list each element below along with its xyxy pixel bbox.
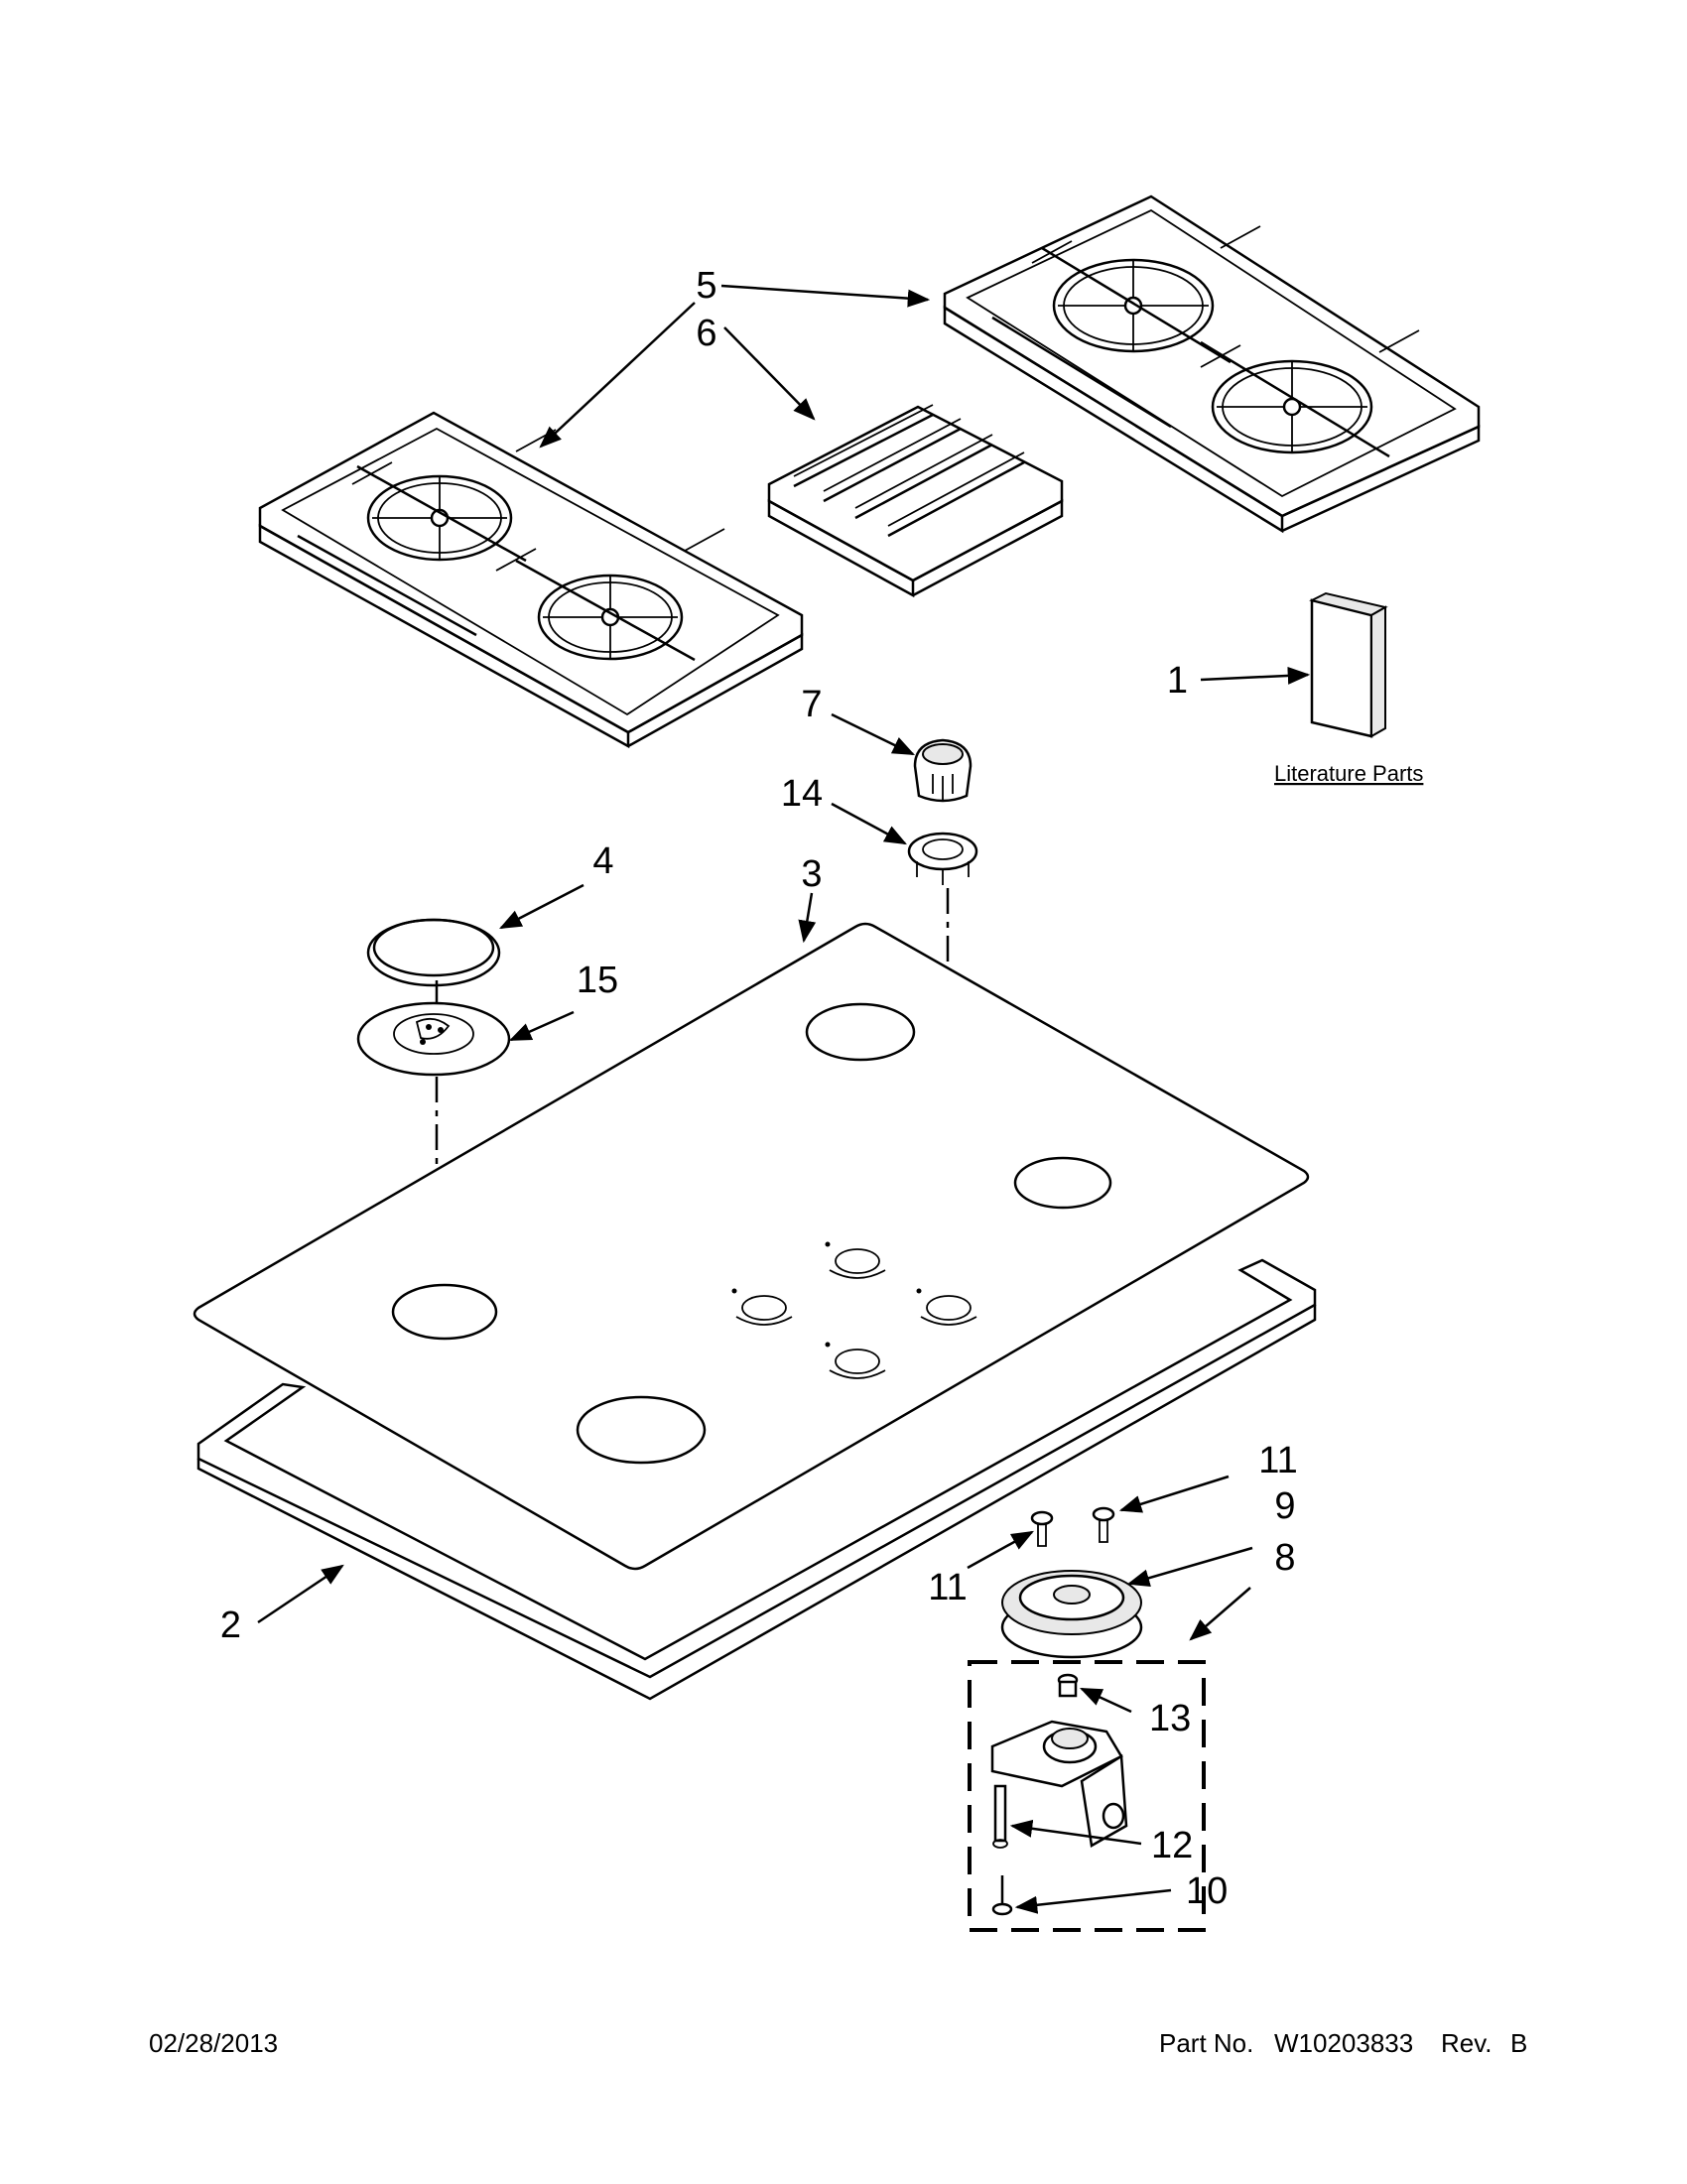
callout-10: 10 [1186, 1870, 1228, 1912]
literature-parts-booklet [1309, 591, 1388, 738]
burner-valve-bracket [990, 1720, 1128, 1848]
callout-11-right: 11 [1258, 1440, 1297, 1481]
mounting-screw [991, 1875, 1013, 1916]
burner-grate-right [943, 194, 1481, 534]
cooktop-gasket [196, 1258, 1317, 1701]
surface-burner-base [1000, 1570, 1143, 1659]
callout-15: 15 [577, 960, 618, 1001]
knob-bezel [907, 832, 978, 885]
footer-part-no-label: Part No. [1159, 2028, 1253, 2058]
callout-5: 5 [696, 265, 716, 307]
orifice-spud [1057, 1673, 1079, 1698]
screw-right [1092, 1506, 1115, 1543]
callout-13: 13 [1149, 1698, 1191, 1739]
footer-date: 02/28/2013 [149, 2028, 278, 2058]
burner-cap [366, 918, 501, 987]
callout-3: 3 [801, 853, 822, 895]
igniter-electrode [992, 1784, 1008, 1849]
callout-14: 14 [781, 773, 823, 815]
callout-11-left: 11 [928, 1567, 967, 1608]
burner-base [356, 1001, 511, 1077]
callout-4: 4 [592, 840, 613, 882]
callout-1: 1 [1167, 660, 1188, 702]
callout-12: 12 [1151, 1825, 1193, 1866]
screw-left [1030, 1510, 1054, 1547]
literature-parts-label: Literature Parts [1274, 761, 1423, 786]
callout-2: 2 [220, 1605, 241, 1646]
footer-rev: B [1510, 2028, 1527, 2058]
burner-grate-left [258, 411, 804, 749]
callout-labels: 1 2 3 4 5 6 7 8 9 10 11 11 12 13 14 15 [220, 265, 1298, 1912]
callout-6: 6 [696, 313, 716, 354]
glass-cooktop [193, 922, 1310, 1571]
center-grate [767, 404, 1064, 598]
footer: 02/28/2013 Part No. W10203833 Rev. B [149, 2028, 1527, 2058]
footer-part-no: W10203833 [1274, 2028, 1413, 2058]
control-knob [913, 738, 973, 803]
callout-9: 9 [1274, 1485, 1295, 1527]
callout-7: 7 [801, 684, 822, 725]
footer-rev-label: Rev. [1441, 2028, 1492, 2058]
leader-lines [257, 284, 1311, 1914]
callout-8: 8 [1274, 1537, 1295, 1579]
